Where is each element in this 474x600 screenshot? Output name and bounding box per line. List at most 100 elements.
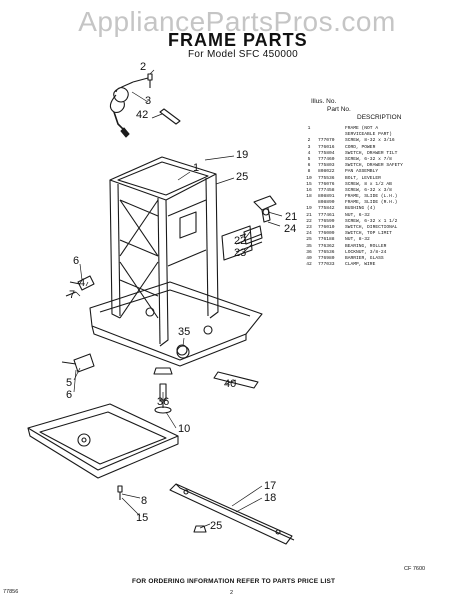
illus-cell: 25 — [306, 237, 312, 243]
callout-19: 19 — [236, 149, 249, 161]
table-row: 3 776016 CORD, POWER — [302, 145, 470, 151]
illus-cell: 36 — [306, 249, 312, 255]
callout-2: 2 — [140, 61, 147, 73]
illus-cell: 42 — [306, 262, 312, 268]
part-cell: 775536 — [318, 175, 335, 181]
illus-cell: 18 — [306, 194, 312, 200]
illus-cell: 40 — [306, 255, 312, 261]
illus-cell: 4 — [307, 150, 311, 156]
part-cell: 777460 — [318, 156, 335, 162]
frame-part — [89, 156, 263, 367]
callout-23: 23 — [234, 247, 247, 259]
desc-cell: FRAME (NOT A — [345, 126, 379, 131]
desc-cell: SCREW, 8-32 x 3/16 — [345, 138, 395, 144]
desc-cell: CORD, POWER — [345, 144, 376, 150]
desc-cell: SCREW, 6-32 x 3/8 — [345, 187, 392, 193]
part-cell: 776362 — [318, 243, 335, 249]
table-row: 1 FRAME (NOT A — [302, 126, 470, 132]
part-cell: 775842 — [318, 206, 335, 212]
callout-6b: 6 — [66, 389, 73, 401]
desc-cell: NUT, 6-32 — [345, 212, 370, 218]
illus-cell: 16 — [306, 187, 312, 193]
callout-25b: 25 — [210, 520, 223, 532]
ordering-note: FOR ORDERING INFORMATION REFER TO PARTS … — [132, 578, 336, 585]
callout-25: 25 — [236, 171, 249, 183]
part-cell: 777458 — [318, 187, 335, 193]
part-cell: 776009 — [318, 231, 335, 237]
part-cell: 777461 — [318, 212, 335, 218]
table-row: 42 777033 CLAMP, WIRE — [302, 262, 470, 268]
desc-cell: CLAMP, WIRE — [345, 262, 376, 268]
illus-cell: 1 — [307, 126, 311, 131]
table-row: 10 775536 BOLT, LEVELER — [302, 176, 470, 182]
illus-cell: 21 — [306, 212, 312, 218]
desc-cell: BEARING, ROLLER — [345, 243, 387, 249]
illus-cell: 5 — [307, 156, 311, 162]
illus-cell: 23 — [306, 225, 312, 230]
table-row: 23 776010 SWITCH, DIRECTIONAL — [302, 225, 470, 231]
desc-cell: BUSHING (4) — [345, 206, 376, 212]
callout-36: 36 — [157, 396, 170, 408]
part-cell: 776599 — [318, 218, 335, 224]
callout-8: 8 — [141, 495, 148, 507]
nut-part — [193, 525, 207, 533]
table-row: 15 776076 SCREW, 8 x 1/2 AB — [302, 182, 470, 188]
desc-cell: FRAME, SLIDE (R.H.) — [345, 200, 398, 206]
callout-10: 10 — [178, 423, 191, 435]
callout-40: 40 — [224, 378, 237, 390]
part-cell: 776010 — [318, 225, 335, 230]
desc-cell: SERVICEABLE PART) — [345, 132, 392, 138]
desc-cell: SCREW, 6-32 x 7/8 — [345, 156, 392, 162]
description-header: DESCRIPTION — [357, 114, 402, 121]
page-number: 2 — [230, 590, 234, 596]
illus-cell: 15 — [306, 181, 312, 187]
desc-cell: BOLT, LEVELER — [345, 175, 381, 181]
desc-cell: SCREW, 6-32 x 1 1/2 — [345, 218, 398, 224]
desc-cell: BARRIER, GLASS — [345, 255, 384, 261]
illus-no-header: Illus. No. — [311, 98, 337, 105]
desc-cell: SWITCH, DRAWER SAFETY — [345, 163, 403, 169]
callout-24: 24 — [284, 223, 297, 235]
desc-cell: SCREW, 8 x 1/2 AB — [345, 181, 392, 187]
part-cell: 776188 — [318, 237, 335, 243]
part-cell: 776076 — [318, 181, 335, 187]
callout-4: 4 — [79, 277, 86, 289]
illus-cell: 10 — [306, 175, 312, 181]
part-cell: 776536 — [318, 249, 335, 255]
diagram-code: CF 7600 — [404, 566, 426, 572]
callout-35: 35 — [178, 326, 191, 338]
callout-18: 18 — [264, 492, 277, 504]
part-cell: 777070 — [318, 138, 335, 144]
desc-cell: PAN ASSEMBLY — [345, 169, 379, 175]
page-title: FRAME PARTS — [168, 30, 308, 50]
part-cell: 776016 — [318, 144, 335, 150]
table-row: 5 777460 SCREW, 6-32 x 7/8 — [302, 157, 470, 163]
illus-cell: 3 — [307, 144, 311, 150]
locknut-part — [153, 367, 173, 375]
part-cell: 808022 — [318, 169, 335, 175]
desc-cell: SWITCH, DIRECTIONAL — [345, 225, 398, 230]
part-cell: 777033 — [318, 262, 335, 268]
callout-17: 17 — [264, 480, 277, 492]
table-row: 40 776980 BARRIER, GLASS — [302, 256, 470, 262]
part-cell: 808891 — [318, 194, 335, 200]
callout-15: 15 — [136, 512, 149, 524]
part-cell: 776980 — [318, 255, 335, 261]
callout-22: 22 — [234, 235, 247, 247]
callout-1: 1 — [193, 162, 200, 174]
screw-part — [147, 73, 153, 88]
leader-lines — [73, 69, 283, 529]
callout-5: 5 — [66, 377, 73, 389]
callout-6: 6 — [73, 255, 80, 267]
